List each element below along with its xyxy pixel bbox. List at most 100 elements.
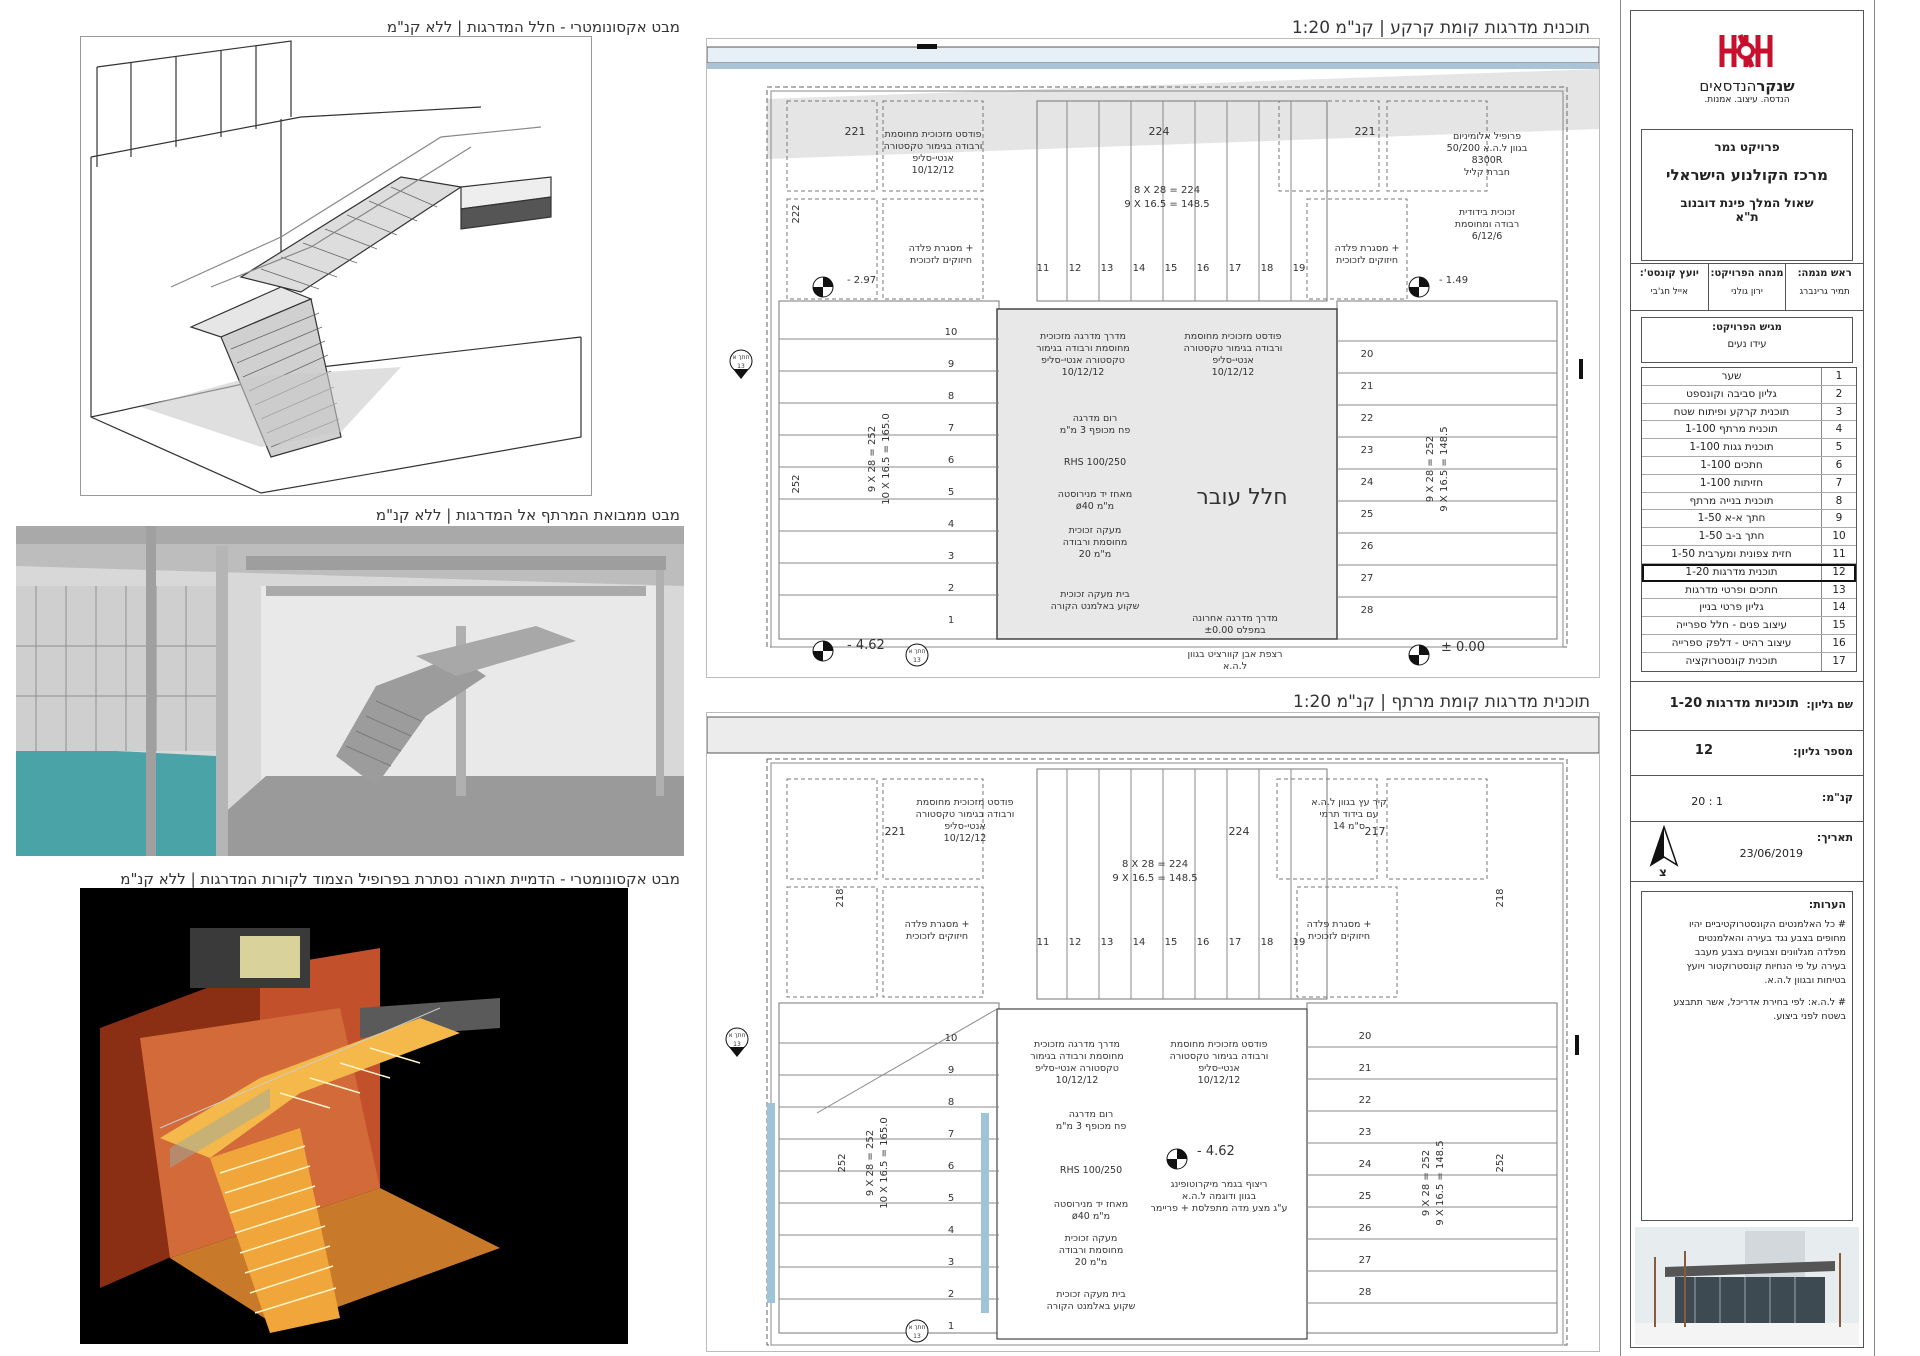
step-11: 11 [1037,263,1050,274]
presenter-name: עידו נעים [1727,339,1767,350]
b-note-handrail: מאחז יד מנירוסטה [1054,1199,1129,1210]
note-floor: ל.ה.א [1223,661,1247,672]
sheet-list-number: 14 [1821,599,1856,617]
b-step-20: 20 [1359,1031,1372,1042]
notes-label: הערות: [1808,898,1846,911]
logo: שנקרהנדסאים הנדסה. עיצוב. אמנות. [1631,27,1863,127]
consultant-name: אייל חג'בי [1650,287,1688,297]
sheet-list-name: חתכים 1-100 [1700,458,1763,471]
sheet-list-name: תוכנית קרקע ופיתוח שטח [1673,405,1790,418]
sheet-list-name: תוכנית מדרגות 1-20 [1685,565,1778,578]
note-line: בטיחות ובגוון ל.ה.א. [1764,975,1846,986]
sheet-list-name: שער [1721,370,1742,382]
sheet-list-name: גליון סביבה וקונספט [1686,387,1777,400]
section-num: 13 [737,363,745,370]
b-note-rail: מחוסמת ורבודה [1059,1245,1124,1256]
note-step: טקסטורה אנטי-סליפ [1041,355,1125,366]
sheet-list-number: 7 [1821,474,1856,492]
sheet-list-name: תוכנית בנייה מרתף [1689,494,1774,507]
b-step-11: 11 [1037,937,1050,948]
sheet-list-name: תוכנית גגות 1-100 [1689,441,1774,454]
note-alu: 8300R [1472,155,1503,166]
note-alu: 50/200 בגוון ל.ה.א [1447,143,1528,154]
b-room-right: 217 [1365,825,1386,838]
b-section-tag-bottom: חתך א [908,1324,925,1331]
b-step-25: 25 [1359,1191,1372,1202]
b-note-riser: רום מדרגה [1069,1109,1113,1120]
axonometric-stair-drawing [80,36,592,496]
note-handrail: ø40 מ"מ [1076,501,1114,512]
note-podest: ורבודה בגימור טקסטורה [884,141,983,152]
dim-top-2: 9 X 16.5 = 148.5 [1124,199,1209,210]
b-note-socket: שקוע באלמנט הקורה [1047,1301,1136,1312]
consultant-label: יועץ קונסט': [1639,268,1699,279]
sheet-no-label: מספר גליון: [1793,745,1853,758]
sheet-list-name: חזיתות 1-100 [1699,476,1764,489]
basement-entry-view [16,526,684,856]
b-note-podest-void: ורבודה בגימור טקסטורה [1170,1051,1269,1062]
step-9: 9 [948,359,954,370]
sheet-list-name: עיצוב רהיט - דלפק ספרייה [1671,636,1792,649]
note-podest-void: אנטי-סליפ [1212,355,1254,366]
b-step-2: 2 [948,1289,954,1300]
step-18: 18 [1261,263,1274,274]
note-rail: 20 מ"מ [1079,549,1111,560]
level-left: - 2.97 [847,275,876,286]
level-bottom-right: ± 0.00 [1441,640,1485,655]
b-note-podest-void: פודסט מזכוכית מחוסמת [1171,1039,1268,1050]
sheet-list-number: 8 [1821,492,1856,510]
b-note-wall: קיר עץ בגוון ל.ה.א [1311,797,1387,808]
b-dim-right-1: 9 X 28 = 252 [1421,1150,1432,1216]
step-20: 20 [1361,349,1374,360]
step-24: 24 [1361,477,1374,488]
caption-entry-view: מבט ממבואת המרתף אל המדרגות | ללא קנ"מ [375,506,680,524]
date-label: תאריך: [1816,831,1853,844]
project-name: מרכז הקולנוע הישראלי [1666,166,1828,184]
b-note-podest-void: 10/12/12 [1198,1075,1241,1086]
step-15: 15 [1165,263,1178,274]
room-left: 221 [845,125,866,138]
b-step-22: 22 [1359,1095,1372,1106]
caption-plan-ground: תוכנית מדרגות קומת קרקע | קנ"מ 1:20 [1291,18,1590,38]
sheet-list-name: תוכנית מרתף 1-100 [1685,423,1778,436]
note-frame: חיזוקים לזכוכית [910,255,972,266]
step-2: 2 [948,583,954,594]
caption-axo-top: מבט אקסונומטרי - חלל המדרגות | ללא קנ"מ [386,18,680,36]
sheet-list-number: 5 [1821,439,1856,456]
note-line: מחופים בצבע נגד בעירה והאלמנטים [1698,933,1846,944]
b-step-21: 21 [1359,1063,1372,1074]
step-27: 27 [1361,573,1374,584]
step-16: 16 [1197,263,1210,274]
plan-basement-floor: 10 9 8 7 6 5 4 3 2 1 11 12 13 14 15 16 1… [706,712,1600,1352]
b-note-step: טקסטורה אנטי-סליפ [1035,1063,1119,1074]
b-note-frame-right: מסגרת פלדה + [1307,919,1372,930]
b-step-4: 4 [948,1225,954,1236]
step-25: 25 [1361,509,1374,520]
note-line: מפלדה מגלוונים וצבועים בצבע מעבב [1694,947,1846,958]
b-note-wall: עם בידוד תרמי [1319,809,1378,820]
step-4: 4 [948,519,954,530]
b-note-step: מדרך מדרגה מזכוכית [1034,1039,1120,1050]
note-podest-void: 10/12/12 [1212,367,1255,378]
b-note-rhs: RHS 100/250 [1060,1165,1122,1176]
b-note-frame-right: חיזוקים לזכוכית [1308,931,1370,942]
sheet-list-item: 7 חזיתות 1-100 [1642,474,1856,493]
b-step-19: 19 [1293,937,1306,948]
sheet-border-line [1620,0,1621,1356]
note-line: בשטח לפני ביצוע. [1773,1011,1846,1022]
note-podest-void: ורבודה בגימור טקסטורה [1184,343,1283,354]
b-step-18: 18 [1261,937,1274,948]
sheet-list-number: 4 [1821,421,1856,439]
scale-row: קנ"מ: 1 : 20 [1631,775,1863,822]
note-socket: בית מעקה זכוכית [1060,589,1130,600]
caption-plan-basement: תוכנית מדרגות קומת מרתף | קנ"מ 1:20 [1293,692,1590,712]
sheet-list-name: גליון פרטי בניין [1699,601,1764,614]
head-name: תמיר גרינברג [1799,287,1850,297]
sheet-list-name: עיצוב פנים - חלל ספרייה [1676,619,1787,632]
step-21: 21 [1361,381,1374,392]
